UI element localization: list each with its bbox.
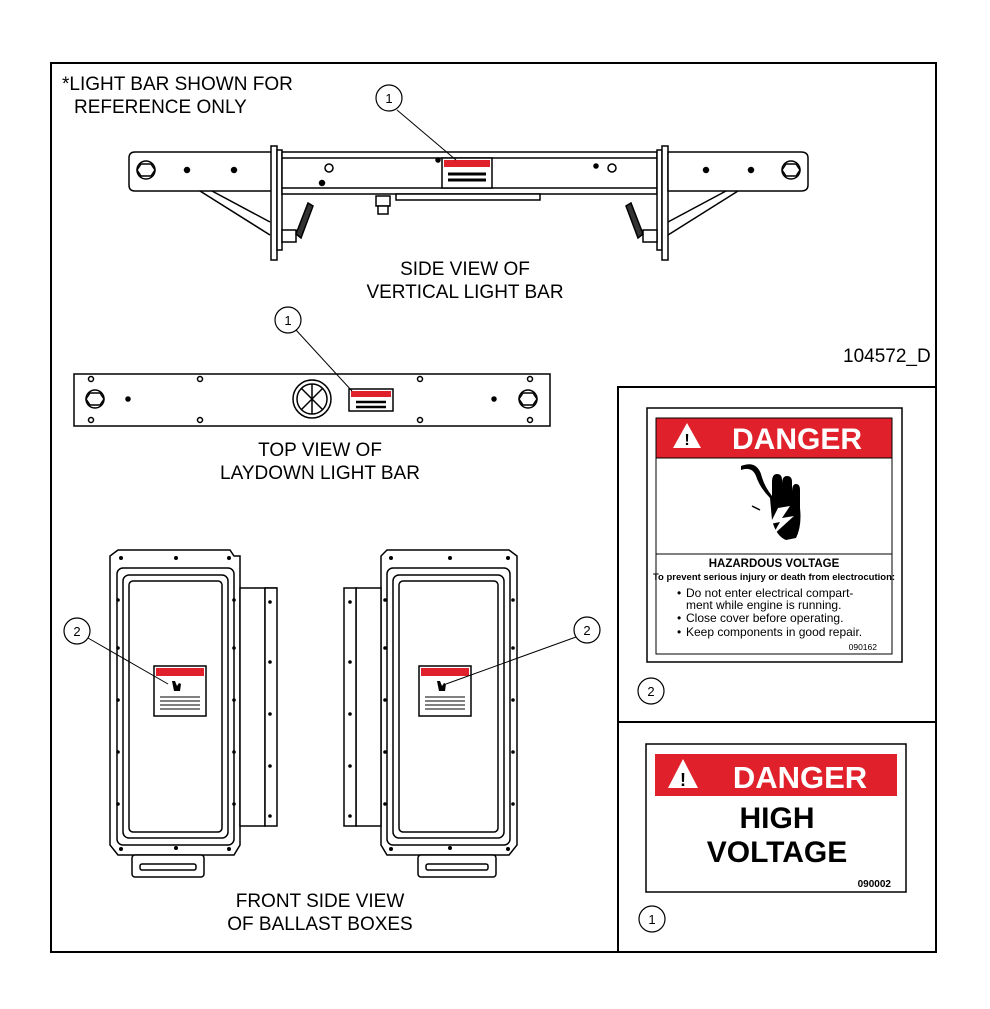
callout-2-left-label: 2 xyxy=(73,624,80,639)
decal-high-voltage-line1: HIGH xyxy=(740,802,815,835)
callout-2-right-label: 2 xyxy=(583,623,590,638)
decal-hazardous-subtitle: To prevent serious injury or death from … xyxy=(653,572,895,583)
electrocution-hand-icon xyxy=(741,464,801,540)
part-number: 104572_D xyxy=(843,346,931,367)
ballast-box-right xyxy=(343,549,518,878)
callout-1-top-label: 1 xyxy=(284,313,291,328)
svg-text:!: ! xyxy=(684,432,689,449)
decal-hazardous-bullet-2: Close cover before operating. xyxy=(686,611,843,625)
side-view-light-bar xyxy=(128,145,809,261)
warning-triangle-icon xyxy=(673,423,701,448)
svg-text:•: • xyxy=(677,625,681,639)
svg-text:•: • xyxy=(677,611,681,625)
front-view-caption-line1: FRONT SIDE VIEW xyxy=(235,891,405,912)
callout-2-left: 2 xyxy=(63,617,169,685)
callout-2-panel-label: 2 xyxy=(647,684,654,699)
svg-text:!: ! xyxy=(680,770,686,790)
callout-1-top: 1 xyxy=(274,306,353,392)
callout-1-panel: 1 xyxy=(638,905,666,933)
front-view-caption-line2: OF BALLAST BOXES xyxy=(227,914,413,935)
decal-hazardous-bullet-3: Keep components in good repair. xyxy=(686,625,862,639)
callout-1-panel-label: 1 xyxy=(648,912,655,927)
callout-2-panel: 2 xyxy=(637,677,665,705)
ballast-box-left xyxy=(109,549,278,878)
decal-high-voltage-header: DANGER xyxy=(733,760,867,795)
decal-high-voltage-line2: VOLTAGE xyxy=(707,836,848,869)
callout-1-side: 1 xyxy=(375,84,457,161)
decal-high-voltage: ! DANGER HIGH VOLTAGE 090002 xyxy=(645,743,907,893)
callout-2-right: 2 xyxy=(445,616,601,685)
reference-note-line2: REFERENCE ONLY xyxy=(74,97,247,118)
reference-note-line1: *LIGHT BAR SHOWN FOR xyxy=(62,74,293,95)
decal-hazardous-code: 090162 xyxy=(849,642,878,652)
drawing-frame xyxy=(50,62,937,953)
decal-hazardous-bullet-1b: ment while engine is running. xyxy=(686,598,841,612)
decal-hazardous-bullet-1: Do not enter electrical compart- xyxy=(686,586,853,600)
decal-high-voltage-code: 090002 xyxy=(858,879,892,890)
top-view-caption-line2: LAYDOWN LIGHT BAR xyxy=(220,463,420,484)
callout-1-side-label: 1 xyxy=(385,91,392,106)
side-view-caption-line2: VERTICAL LIGHT BAR xyxy=(366,282,564,303)
warning-triangle-icon-2 xyxy=(668,759,698,788)
decal-hazardous-header: DANGER xyxy=(732,423,862,456)
svg-text:•: • xyxy=(677,586,681,600)
decal-panels xyxy=(617,386,937,953)
top-view-caption-line1: TOP VIEW OF xyxy=(258,440,382,461)
top-view-light-bar xyxy=(73,373,551,427)
decal-hazardous-voltage: ! DANGER HAZARDOUS VOLTAGE To prevent se… xyxy=(646,407,903,663)
side-view-caption-line1: SIDE VIEW OF xyxy=(400,259,530,280)
decal-hazardous-title: HAZARDOUS VOLTAGE xyxy=(709,558,840,570)
